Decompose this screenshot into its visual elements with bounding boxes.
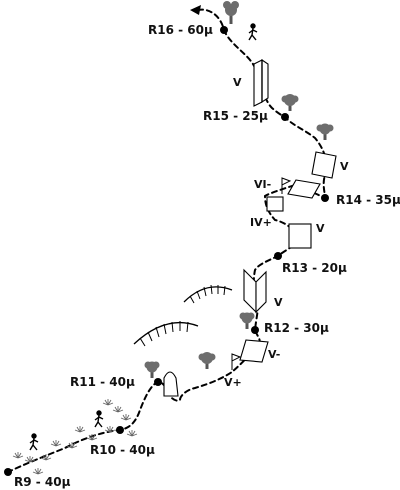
grade-label-v-dihedral-12: V — [274, 296, 283, 309]
grade-label-v-slab-14: V — [340, 160, 349, 173]
walker-icon — [94, 410, 104, 428]
tree-icon — [316, 123, 334, 140]
tree-icon — [198, 352, 216, 369]
walker-icon — [29, 433, 39, 451]
slab-icon — [288, 223, 312, 249]
belay-dot-r15 — [281, 113, 289, 121]
route-end-arrow — [190, 5, 201, 15]
slab-icon — [287, 179, 321, 199]
arch-overhang — [183, 284, 233, 304]
pillar-icon — [163, 371, 179, 397]
slab-icon — [239, 339, 269, 363]
flag-icon — [281, 177, 292, 194]
belay-dot-r13 — [274, 252, 282, 260]
dihedral-icon — [243, 268, 267, 314]
grade-label-iv-plus: IV+ — [250, 216, 272, 229]
grade-label-v-plus: V+ — [224, 376, 242, 389]
grass-icon — [12, 399, 138, 475]
belay-dot-r11 — [154, 378, 162, 386]
tree-icon — [144, 361, 160, 378]
dihedral-icon — [253, 58, 269, 107]
belay-label-r10: R10 - 40µ — [90, 443, 155, 457]
slab-icon — [311, 151, 337, 179]
walker-icon — [248, 23, 258, 41]
belay-dot-r14 — [321, 194, 329, 202]
belay-label-r9: R9 - 40µ — [14, 475, 71, 489]
belay-label-r11: R11 - 40µ — [70, 375, 135, 389]
grade-label-v-minus: V- — [268, 348, 280, 361]
belay-label-r13: R13 - 20µ — [282, 261, 347, 275]
grade-label-v-box-13: V — [316, 222, 325, 235]
belay-dot-r9 — [4, 468, 12, 476]
arch-overhang — [133, 321, 199, 347]
grade-label-v-dihedral-15: V — [233, 76, 242, 89]
belay-label-r16: R16 - 60µ — [148, 23, 213, 37]
belay-dot-r12 — [251, 326, 259, 334]
tree-icon — [281, 94, 299, 111]
grade-label-vi-minus: VI- — [254, 178, 271, 191]
tree-icon — [239, 312, 255, 329]
slab-icon — [266, 196, 284, 212]
flag-icon — [231, 353, 242, 370]
belay-label-r14: R14 - 35µ — [336, 193, 400, 207]
belay-label-r12: R12 - 30µ — [264, 321, 329, 335]
tree-icon — [223, 1, 239, 24]
belay-dot-r16 — [220, 26, 228, 34]
belay-dot-r10 — [116, 426, 124, 434]
route-line — [7, 8, 328, 473]
belay-label-r15: R15 - 25µ — [203, 109, 268, 123]
